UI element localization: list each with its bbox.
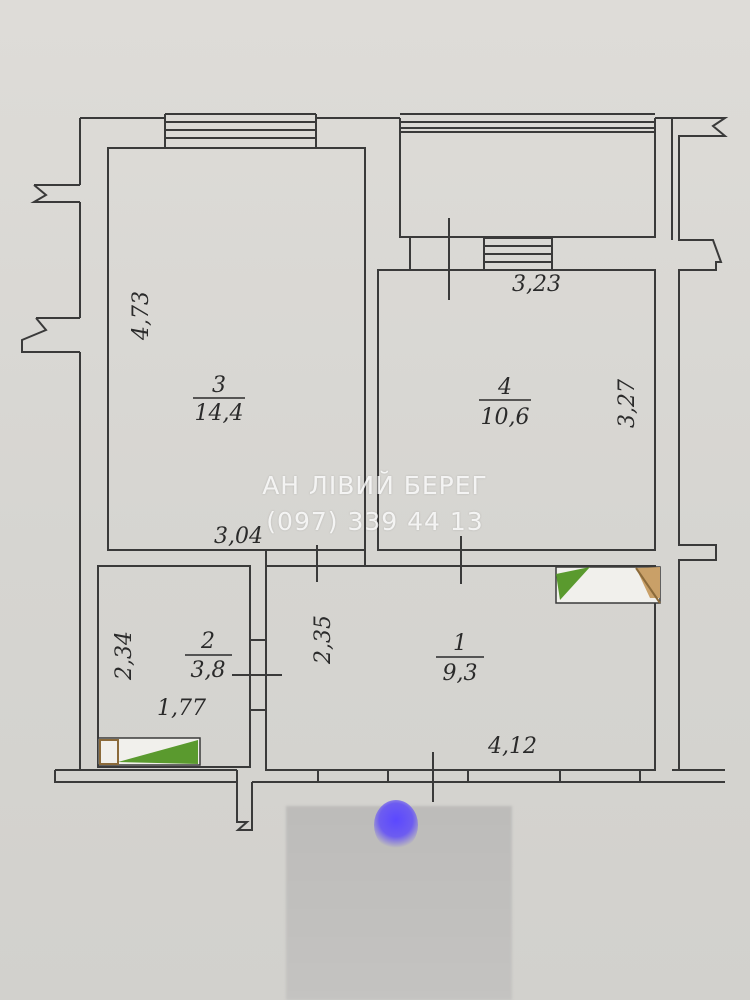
blue-light-spot [374,800,418,850]
dim-room3-width: 3,04 [214,524,263,549]
window-top-left [164,113,317,148]
window-top-right [400,113,655,129]
room-4-outline [377,269,656,551]
room-3-area: 14,4 [195,401,244,426]
watermark-phone: (097) 339 44 13 [266,507,484,536]
room-3-outline [107,147,366,551]
dim-room3-height: 4,73 [129,291,154,341]
watermark-agency: АН ЛІВИЙ БЕРЕГ [262,471,488,500]
room-4-area: 10,6 [481,405,530,430]
balcony-outline [399,131,656,238]
dim-room1-width: 4,12 [487,734,537,759]
room-3-number: 3 [212,373,226,398]
dim-room2-width: 1,77 [157,696,206,721]
room-1-area: 9,3 [443,661,478,686]
kitchen-fixture [555,566,661,604]
bathroom-fixture [97,737,201,766]
dim-room4-height: 3,27 [615,379,640,428]
room-2-area: 3,8 [191,658,226,683]
dim-room2-height: 2,34 [112,631,137,681]
dim-room4-width: 3,23 [512,272,561,297]
room-1-number: 1 [453,631,467,656]
window-room-4 [483,237,553,270]
room-1-outline [265,565,656,771]
outer-wall [21,117,729,831]
room-2-number: 2 [200,629,215,654]
room-4-number: 4 [497,375,512,400]
room-2-outline [97,565,251,768]
dim-room1-height: 2,35 [311,615,336,665]
